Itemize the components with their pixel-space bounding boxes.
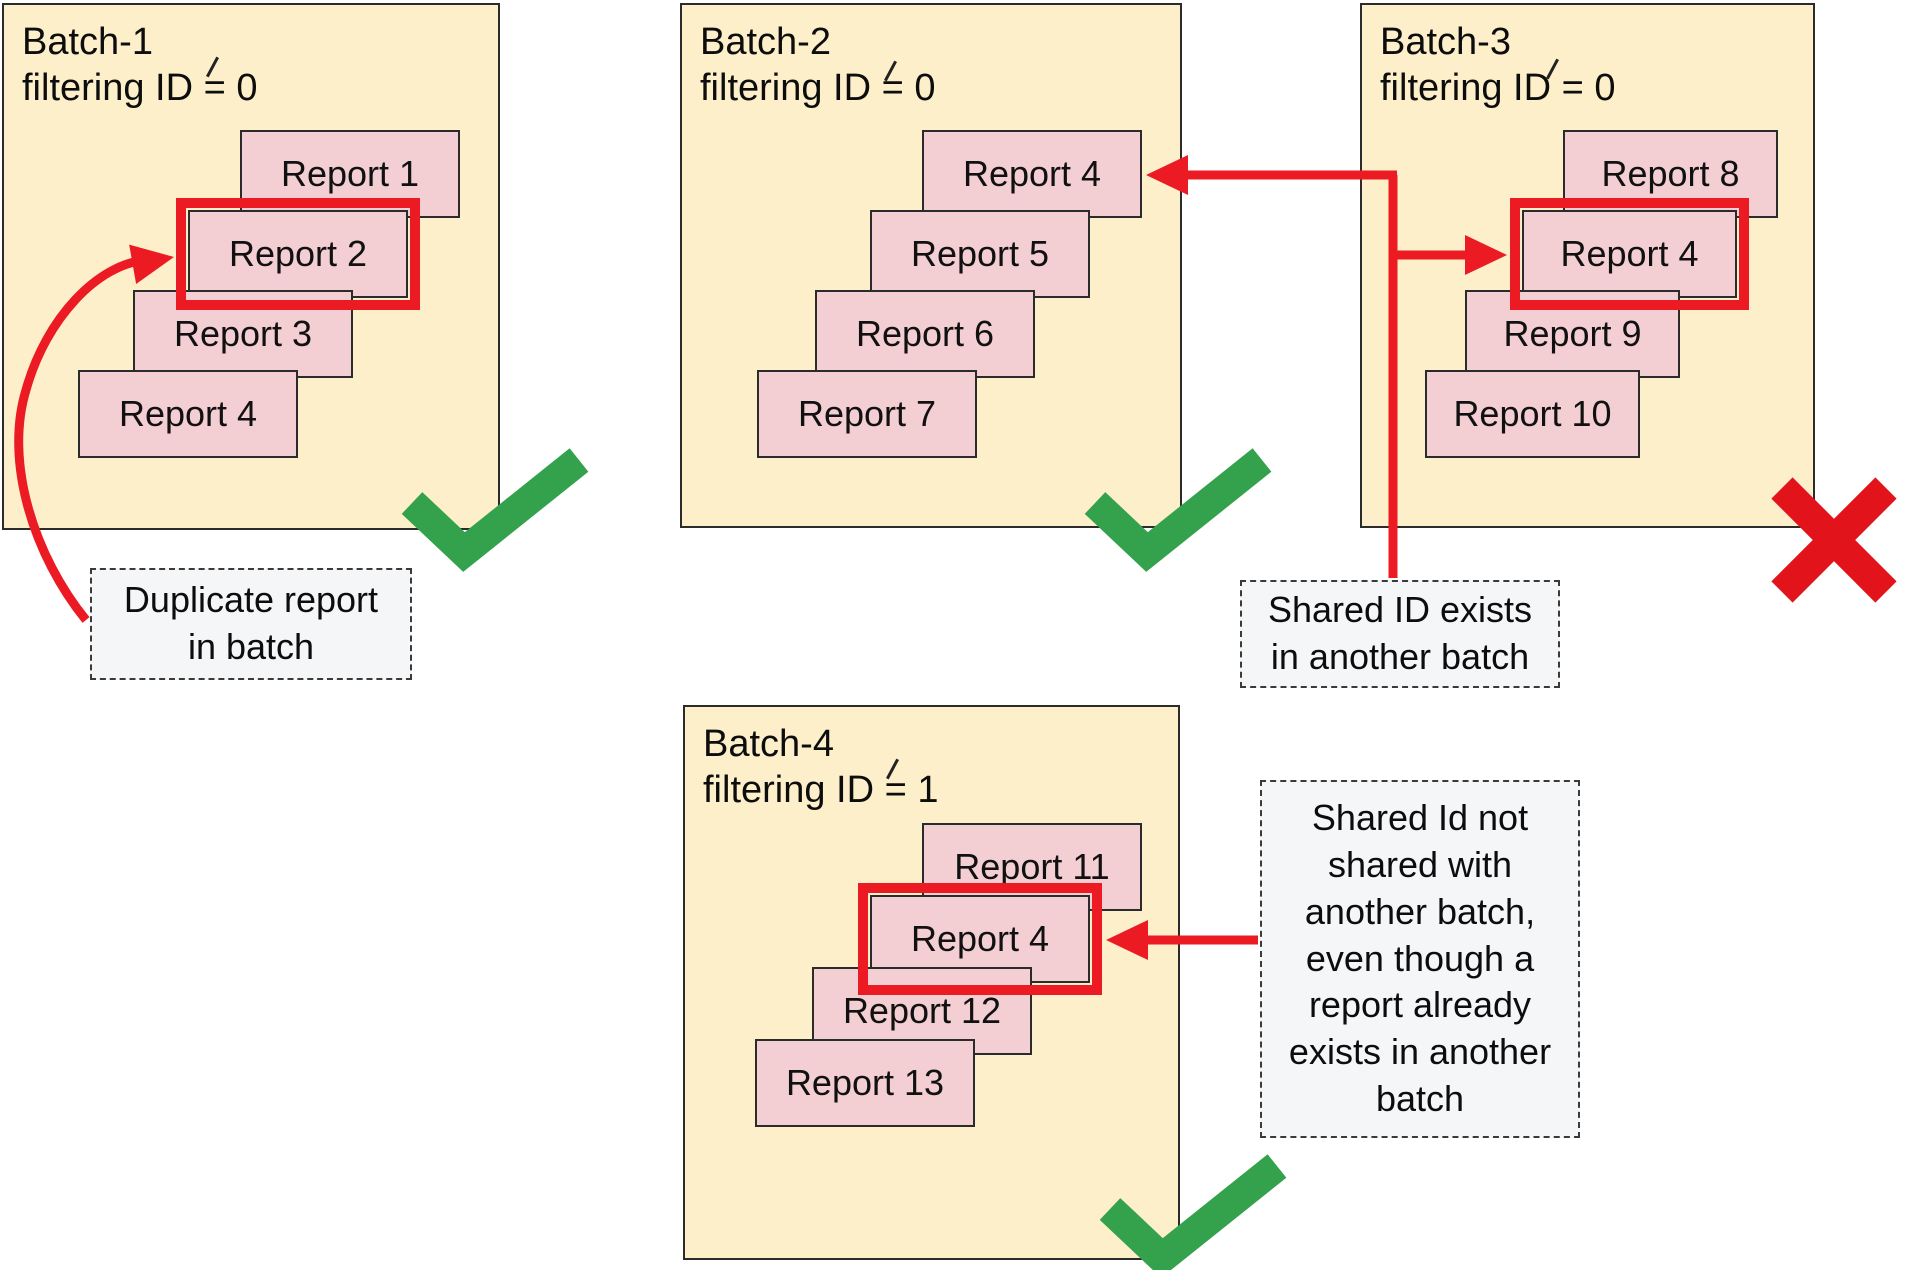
report-label: Report 4 [962, 153, 1102, 194]
note-shared-id-not-shared-line-6: exists in another [1288, 1031, 1552, 1073]
note-shared-id-exists-line-2: in another batch [1270, 636, 1530, 677]
note-duplicate-report: Duplicate report in batch [90, 568, 412, 680]
report-label: Report 13 [785, 1062, 945, 1103]
note-shared-id-exists-line-1: Shared ID exists [1267, 589, 1533, 631]
report-box: Report 4 [922, 130, 1142, 218]
report-label: Report 12 [842, 990, 1002, 1031]
report-label: Report 4 [118, 393, 258, 434]
report-box: Report 7 [757, 370, 977, 458]
report-box: Report 4 [1522, 210, 1737, 298]
report-label: Report 6 [855, 313, 995, 354]
note-shared-id-exists: Shared ID exists in another batch [1240, 580, 1560, 688]
batch-3-title-line-2: filtering ID = 0 [1380, 67, 1616, 110]
note-duplicate-report-line-1: Duplicate report [123, 579, 379, 621]
report-label: Report 5 [910, 233, 1050, 274]
report-box: Report 5 [870, 210, 1090, 298]
batch-1-title-line-1: Batch-1 [22, 21, 153, 63]
note-duplicate-report-line-2: in batch [187, 626, 315, 667]
highlight-outline [1510, 198, 1749, 310]
note-shared-id-not-shared-line-5: report already [1308, 984, 1532, 1026]
note-shared-id-not-shared-line-7: batch [1375, 1077, 1465, 1119]
report-label: Report 2 [228, 233, 368, 274]
report-label: Report 1 [280, 153, 420, 194]
report-box: Report 13 [755, 1039, 975, 1127]
batch-3-title-line-1: Batch-3 [1380, 21, 1511, 63]
batch-4-title-line-2: filtering ID = 1 [703, 769, 939, 812]
note-shared-id-not-shared-line-1: Shared Id not [1311, 797, 1529, 839]
report-box: Report 6 [815, 290, 1035, 378]
batch-4-title-line-1: Batch-4 [703, 723, 834, 765]
batch-1-title-line-2: filtering ID = 0 [22, 67, 258, 110]
report-box: Report 4 [78, 370, 298, 458]
batch-2-title-line-2: filtering ID = 0 [700, 67, 936, 110]
batch-2-title-line-1: Batch-2 [700, 21, 831, 63]
note-shared-id-not-shared: Shared Id not shared with another batch, ev… [1260, 780, 1580, 1138]
highlight-outline [176, 198, 420, 310]
report-label: Report 7 [797, 393, 937, 434]
report-label: Report 3 [173, 313, 313, 354]
report-label: Report 8 [1601, 153, 1740, 194]
note-shared-id-not-shared-line-3: another batch, [1304, 890, 1536, 932]
note-shared-id-not-shared-line-4: even though a [1305, 937, 1535, 979]
report-label: Report 11 [954, 846, 1110, 887]
report-label: Report 9 [1503, 313, 1642, 354]
report-box: Report 10 [1425, 370, 1640, 458]
note-shared-id-not-shared-line-2: shared with [1327, 844, 1513, 885]
highlight-outline [858, 883, 1102, 995]
report-label: Report 4 [1560, 233, 1699, 274]
report-label: Report 10 [1453, 393, 1612, 434]
report-box: Report 2 [188, 210, 408, 298]
report-label: Report 4 [910, 918, 1050, 959]
